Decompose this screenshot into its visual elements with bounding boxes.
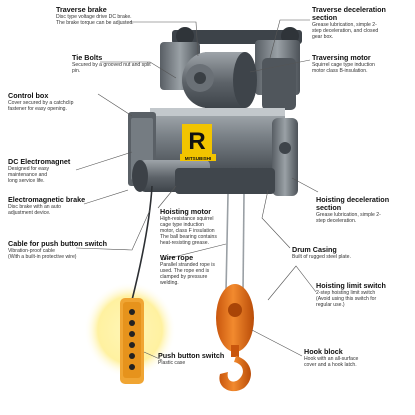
label-dc-electromagnet: DC Electromagnet Designed for easy maint… bbox=[8, 157, 88, 185]
drum-casing-title: Drum Casing bbox=[292, 245, 337, 254]
traverse-deceleration-desc: Grease lubrication, simple 2- step decel… bbox=[312, 22, 379, 40]
pendant-art bbox=[120, 298, 144, 384]
drum-casing-desc: Built of rugged steel plate. bbox=[292, 254, 351, 260]
leader-lines bbox=[75, 19, 319, 361]
wire-rope-desc: Parallel stranded rope is used. The rope… bbox=[160, 262, 215, 286]
control-box-title: Control box bbox=[8, 91, 49, 100]
cable-push-button-desc: Vibration-proof cable (With a built-in p… bbox=[8, 248, 77, 260]
hook-block-art bbox=[216, 284, 254, 392]
push-button-switch-desc: Plastic case bbox=[158, 360, 186, 366]
hook-block-desc: Hook with an all-surface cover and a hoo… bbox=[304, 356, 359, 368]
dc-electromagnet-desc: Designed for easy maintenance and long s… bbox=[8, 166, 50, 184]
logo-badge: R MITSUBISHI bbox=[180, 124, 216, 161]
traversing-motor-desc: Squirrel cage type induction motor class… bbox=[312, 62, 375, 74]
label-hoisting-deceleration: Hoisting deceleration section Grease lub… bbox=[316, 195, 412, 225]
hoisting-deceleration-desc: Grease lubrication, simple 2- step decel… bbox=[316, 212, 381, 224]
tie-bolts-desc: Secured by a grooved nut and split pin. bbox=[72, 62, 151, 74]
label-tie-bolts: Tie Bolts Secured by a grooved nut and s… bbox=[72, 53, 172, 75]
label-traversing-motor: Traversing motor Squirrel cage type indu… bbox=[312, 53, 412, 75]
label-hook-block: Hook block Hook with an all-surface cove… bbox=[304, 347, 404, 369]
label-control-box: Control box Cover secured by a catchclip… bbox=[8, 91, 108, 113]
hook-block-title: Hook block bbox=[304, 347, 343, 356]
label-traverse-deceleration: Traverse deceleration section Grease lub… bbox=[312, 5, 412, 41]
traversing-motor-title: Traversing motor bbox=[312, 53, 371, 62]
label-wire-rope: Wire rope Parallel stranded rope is used… bbox=[160, 253, 236, 287]
hoisting-motor-title: Hoisting motor bbox=[160, 207, 212, 216]
label-hoisting-limit-switch: Hoisting limit switch 2-step hoisting li… bbox=[316, 281, 412, 309]
label-hoisting-motor: Hoisting motor High-resistance squirrel … bbox=[160, 207, 236, 247]
electromagnetic-brake-desc: Disc brake with an auto adjustment devic… bbox=[8, 204, 61, 216]
traverse-brake-desc: Disc type voltage drive DC brake. The br… bbox=[56, 14, 134, 26]
hoisting-deceleration-title: Hoisting deceleration section bbox=[316, 195, 390, 212]
dc-electromagnet-title: DC Electromagnet bbox=[8, 157, 71, 166]
hoisting-limit-switch-desc: 2-step hoisting limit switch (Avoid usin… bbox=[316, 290, 377, 308]
hoisting-motor-desc: High-resistance squirrel cage type induc… bbox=[160, 216, 217, 246]
main-body bbox=[128, 108, 298, 196]
label-cable-push-button: Cable for push button switch Vibration-p… bbox=[8, 239, 138, 261]
label-traverse-brake: Traverse brake Disc type voltage drive D… bbox=[56, 5, 166, 27]
label-drum-casing: Drum Casing Built of rugged steel plate. bbox=[292, 245, 402, 261]
logo-letter: R bbox=[188, 128, 205, 155]
wire-rope-title: Wire rope bbox=[160, 253, 194, 262]
traverse-gearbox-art bbox=[262, 58, 296, 110]
hoisting-limit-switch-title: Hoisting limit switch bbox=[316, 281, 386, 290]
logo-brand: MITSUBISHI bbox=[185, 156, 212, 161]
traverse-deceleration-title: Traverse deceleration section bbox=[312, 5, 386, 22]
pendant-cable-art bbox=[131, 185, 153, 301]
wire-rope-art bbox=[225, 193, 245, 293]
traverse-brake-title: Traverse brake bbox=[56, 5, 107, 14]
label-electromagnetic-brake: Electromagnetic brake Disc brake with an… bbox=[8, 195, 108, 217]
push-button-switch-title: Push button switch bbox=[158, 351, 225, 360]
cable-push-button-title: Cable for push button switch bbox=[8, 239, 108, 248]
electromagnetic-brake-title: Electromagnetic brake bbox=[8, 195, 86, 204]
control-box-desc: Cover secured by a catchclip fastener fo… bbox=[8, 100, 74, 112]
traversing-motor-art bbox=[182, 52, 257, 108]
label-push-button-switch: Push button switch Plastic case bbox=[158, 351, 238, 367]
tie-bolts-title: Tie Bolts bbox=[72, 53, 103, 62]
